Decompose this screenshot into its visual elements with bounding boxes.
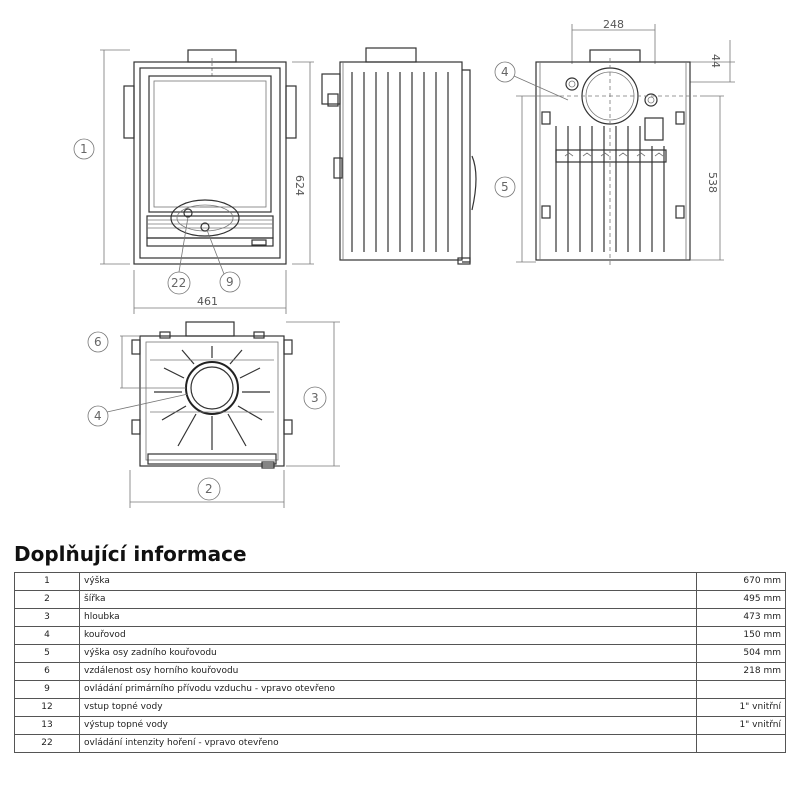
row-value: 670 mm	[696, 572, 786, 591]
row-label: ovládání primárního přívodu vzduchu - vp…	[79, 680, 697, 699]
callout-5: 5	[501, 180, 509, 194]
technical-drawing-svg: 624 461 1 22 9	[73, 18, 735, 508]
callout-3: 3	[311, 391, 319, 405]
callout-9: 9	[226, 275, 234, 289]
callout-1: 1	[80, 142, 88, 156]
row-label: vstup topné vody	[79, 698, 697, 717]
row-value: 1" vnitřní	[696, 716, 786, 735]
row-number: 4	[14, 626, 80, 645]
table-row: 13 výstup topné vody 1" vnitřní	[14, 716, 786, 735]
callout-2: 2	[205, 482, 213, 496]
table-row: 4 kouřovod 150 mm	[14, 626, 786, 645]
table-row: 3 hloubka 473 mm	[14, 608, 786, 627]
row-value: 218 mm	[696, 662, 786, 681]
callout-22: 22	[171, 276, 186, 290]
table-row: 6 vzdálenost osy horního kouřovodu 218 m…	[14, 662, 786, 681]
row-number: 6	[14, 662, 80, 681]
callout-4-top: 4	[94, 409, 102, 423]
rear-view: 248 44	[494, 18, 735, 268]
row-number: 1	[14, 572, 80, 591]
row-label: šířka	[79, 590, 697, 609]
row-label: výška osy zadního kouřovodu	[79, 644, 697, 663]
dim-44: 44	[709, 54, 722, 68]
table-row: 22 ovládání intenzity hoření - vpravo ot…	[14, 734, 786, 753]
row-number: 12	[14, 698, 80, 717]
callout-6: 6	[94, 335, 102, 349]
table-row: 5 výška osy zadního kouřovodu 504 mm	[14, 644, 786, 663]
top-view: 6 4 3 2	[87, 321, 340, 508]
info-table-body: 1 výška 670 mm 2 šířka 495 mm 3 hloubka …	[14, 572, 786, 753]
row-value: 495 mm	[696, 590, 786, 609]
row-value	[696, 680, 786, 699]
row-label: výška	[79, 572, 697, 591]
row-label: hloubka	[79, 608, 697, 627]
info-section-title: Doplňující informace	[14, 542, 247, 566]
row-label: kouřovod	[79, 626, 697, 645]
row-number: 13	[14, 716, 80, 735]
row-label: vzdálenost osy horního kouřovodu	[79, 662, 697, 681]
row-number: 5	[14, 644, 80, 663]
table-row: 12 vstup topné vody 1" vnitřní	[14, 698, 786, 717]
dim-624: 624	[293, 175, 306, 196]
row-value	[696, 734, 786, 753]
row-number: 22	[14, 734, 80, 753]
table-row: 1 výška 670 mm	[14, 572, 786, 591]
callout-4-rear: 4	[501, 65, 509, 79]
row-number: 9	[14, 680, 80, 699]
front-view: 624 461 1 22 9	[73, 49, 314, 314]
dim-248: 248	[603, 18, 624, 31]
row-number: 3	[14, 608, 80, 627]
row-value: 504 mm	[696, 644, 786, 663]
technical-drawing: 624 461 1 22 9	[73, 18, 735, 508]
dim-538: 538	[706, 172, 719, 193]
row-value: 473 mm	[696, 608, 786, 627]
side-view	[321, 47, 477, 265]
row-number: 2	[14, 590, 80, 609]
table-row: 2 šířka 495 mm	[14, 590, 786, 609]
row-label: ovládání intenzity hoření - vpravo otevř…	[79, 734, 697, 753]
info-table: 1 výška 670 mm 2 šířka 495 mm 3 hloubka …	[14, 572, 786, 753]
table-row: 9 ovládání primárního přívodu vzduchu - …	[14, 680, 786, 699]
row-value: 1" vnitřní	[696, 698, 786, 717]
row-label: výstup topné vody	[79, 716, 697, 735]
row-value: 150 mm	[696, 626, 786, 645]
dim-461: 461	[197, 295, 218, 308]
